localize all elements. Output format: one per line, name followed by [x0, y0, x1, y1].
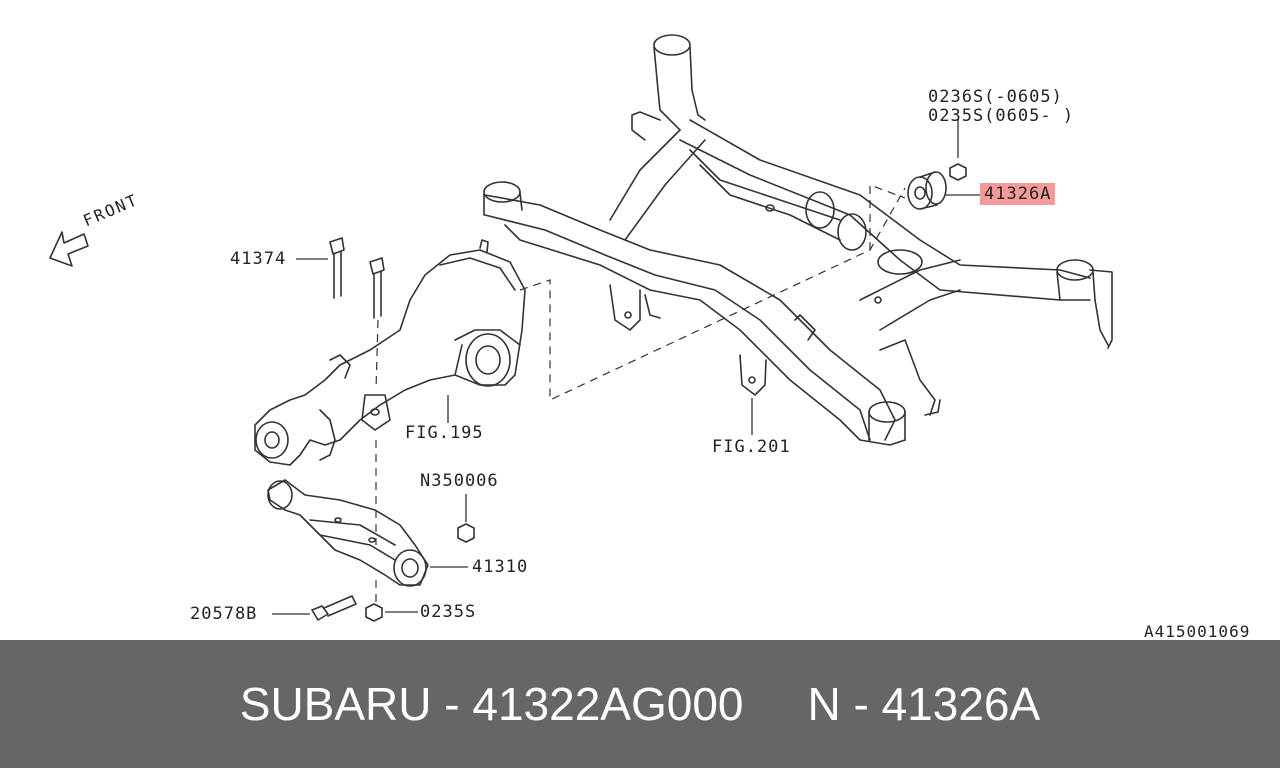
nut-0235s-bottom — [365, 603, 383, 622]
bushing-41326a — [907, 171, 947, 210]
bolt-41374 — [329, 237, 385, 319]
footer-caption: SUBARU - 41322AG000 N - 41326A — [0, 640, 1280, 768]
diagram-id: A415001069 — [1144, 622, 1251, 641]
label-41326a-highlighted: 41326A — [980, 183, 1056, 205]
nut-n350006 — [457, 523, 475, 543]
label-0235s-bottom: 0235S — [420, 602, 477, 622]
label-41374: 41374 — [230, 249, 287, 269]
footer-bar: SUBARU - 41322AG000 N - 41326A — [0, 640, 1280, 768]
differential-assembly — [254, 239, 526, 466]
front-arrow-icon — [49, 231, 89, 267]
nut-0235s-top — [949, 163, 967, 181]
footer-part-number: SUBARU - 41322AG000 — [239, 678, 744, 730]
label-fig-201: FIG.201 — [712, 437, 791, 457]
label-n350006: N350006 — [420, 471, 499, 491]
label-0236s: 0236S(-0605) — [928, 87, 1063, 107]
label-20578b: 20578B — [190, 604, 258, 624]
bolt-20578b — [311, 595, 357, 621]
subframe-crossmember — [483, 34, 1113, 446]
label-41310: 41310 — [472, 557, 529, 577]
label-0235s-top: 0235S(0605- ) — [928, 106, 1075, 126]
rear-differential-mount — [267, 479, 429, 587]
exploded-parts-diagram — [49, 34, 1113, 622]
label-fig-195: FIG.195 — [405, 423, 484, 443]
footer-reference: N - 41326A — [807, 678, 1041, 730]
